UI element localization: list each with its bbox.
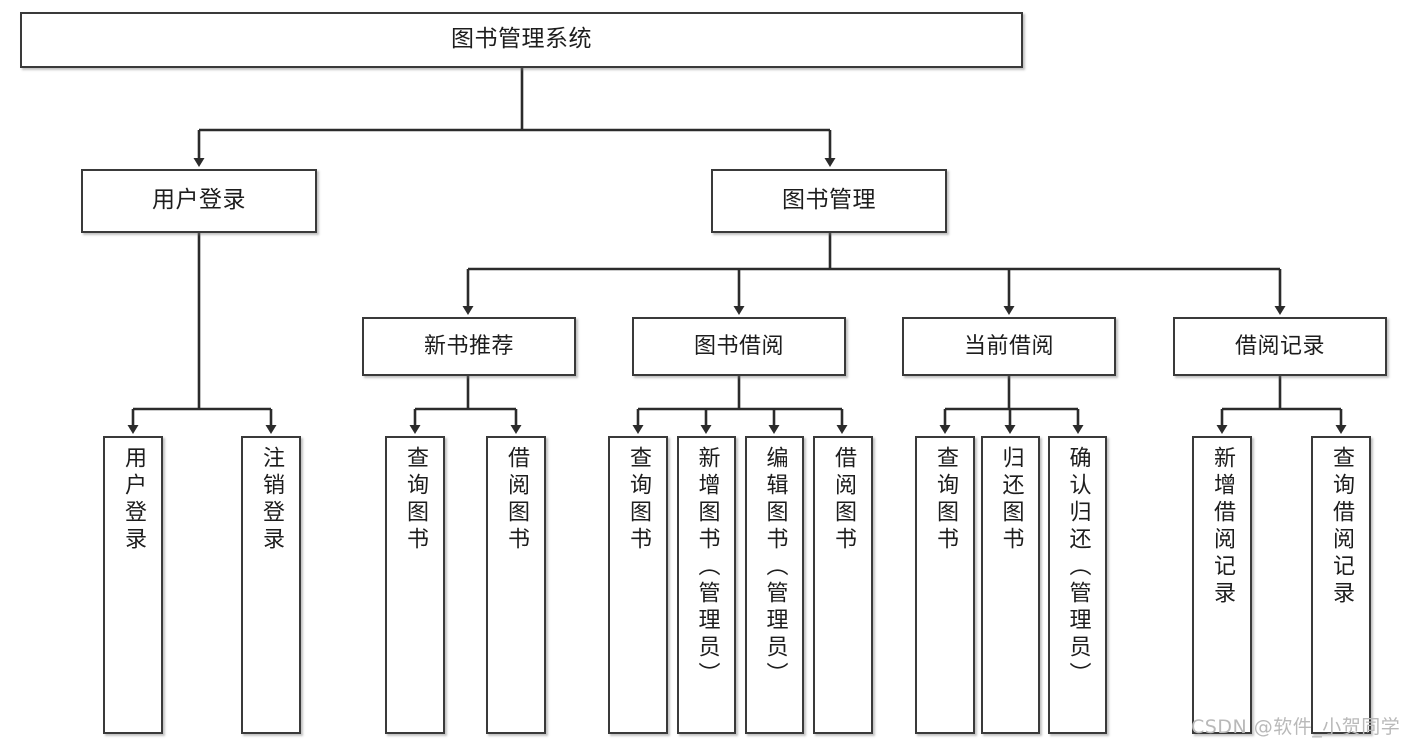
node-label: 注销登录 — [259, 446, 284, 554]
node-label: 归还图书 — [998, 446, 1024, 554]
node-label: 当前借阅 — [963, 333, 1054, 359]
node-label: 借阅记录 — [1234, 333, 1325, 359]
node-leaf-query-book-3[interactable]: 查询图书 — [915, 436, 975, 734]
node-leaf-query-book-1[interactable]: 查询图书 — [385, 436, 445, 734]
node-leaf-borrow-book-1[interactable]: 借阅图书 — [486, 436, 546, 734]
node-label: 新增图书（管理员） — [694, 446, 720, 689]
node-book-borrow[interactable]: 图书借阅 — [632, 317, 846, 376]
node-label: 确认归还（管理员） — [1065, 446, 1091, 689]
node-leaf-logout-login[interactable]: 注销登录 — [241, 436, 301, 734]
node-label: 图书借阅 — [693, 333, 784, 359]
node-label: 图书管理 — [782, 187, 876, 214]
node-new-book-recommend[interactable]: 新书推荐 — [362, 317, 576, 376]
node-label: 借阅图书 — [504, 446, 529, 554]
watermark-text: CSDN @软件_小贺同学 — [1191, 716, 1401, 738]
node-leaf-return-book[interactable]: 归还图书 — [981, 436, 1040, 734]
node-label: 图书管理系统 — [451, 26, 592, 53]
node-label: 用户登录 — [152, 187, 246, 214]
node-label: 新增借阅记录 — [1210, 446, 1235, 608]
node-book-management[interactable]: 图书管理 — [711, 169, 947, 233]
node-borrow-record[interactable]: 借阅记录 — [1173, 317, 1387, 376]
node-label: 新书推荐 — [423, 333, 514, 359]
node-user-login[interactable]: 用户登录 — [81, 169, 317, 233]
node-leaf-query-borrow-record[interactable]: 查询借阅记录 — [1311, 436, 1371, 734]
node-label: 查询图书 — [626, 446, 651, 554]
node-label: 用户登录 — [121, 446, 146, 554]
node-leaf-borrow-book-2[interactable]: 借阅图书 — [813, 436, 873, 734]
node-label: 查询图书 — [933, 446, 958, 554]
node-leaf-confirm-return-admin[interactable]: 确认归还（管理员） — [1048, 436, 1107, 734]
node-leaf-add-book-admin[interactable]: 新增图书（管理员） — [677, 436, 736, 734]
node-label: 编辑图书（管理员） — [762, 446, 788, 689]
node-label: 借阅图书 — [831, 446, 856, 554]
node-leaf-query-book-2[interactable]: 查询图书 — [608, 436, 668, 734]
node-leaf-edit-book-admin[interactable]: 编辑图书（管理员） — [745, 436, 804, 734]
node-label: 查询借阅记录 — [1329, 446, 1354, 608]
node-leaf-user-login[interactable]: 用户登录 — [103, 436, 163, 734]
node-current-borrow[interactable]: 当前借阅 — [902, 317, 1116, 376]
node-root-system[interactable]: 图书管理系统 — [20, 12, 1023, 68]
node-label: 查询图书 — [403, 446, 428, 554]
node-leaf-add-borrow-record[interactable]: 新增借阅记录 — [1192, 436, 1252, 734]
